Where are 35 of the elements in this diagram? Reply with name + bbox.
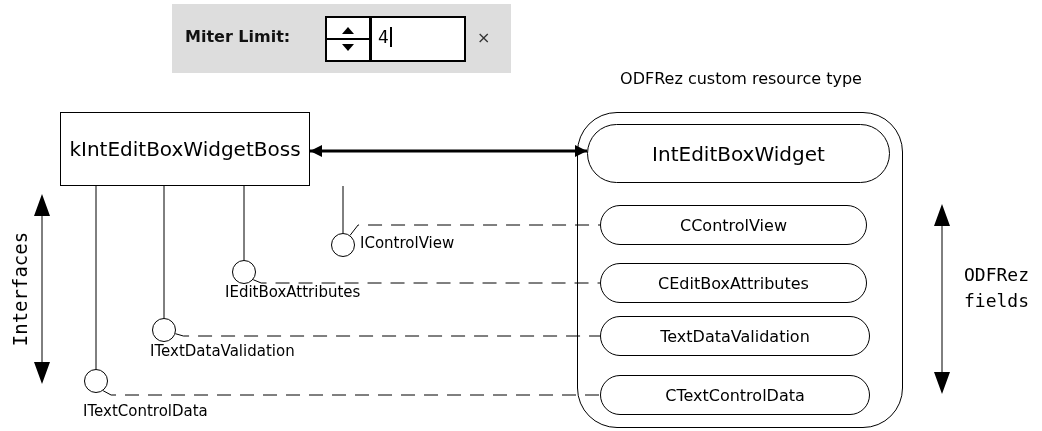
close-text: ×: [477, 28, 491, 47]
field-pill: [600, 205, 867, 245]
class-box: [60, 112, 310, 186]
interface-circle: [232, 260, 256, 284]
interface-name: IEditBoxAttributes: [225, 283, 361, 301]
field-name: CEditBoxAttributes: [658, 273, 809, 293]
field-name: TextDataValidation: [660, 326, 810, 346]
dashed-connector: [102, 390, 601, 396]
connector-line: [163, 185, 165, 319]
field-pill: [600, 263, 867, 303]
interface-name: ITextControlData: [83, 402, 208, 420]
connector-line: [342, 185, 344, 234]
interface-circle: [331, 233, 355, 257]
dashed-connector: [252, 279, 601, 284]
interface-name: IControlView: [360, 234, 455, 252]
interface-name: ITextDataValidation: [150, 342, 295, 360]
axis-label: ODFRez fields: [964, 263, 1031, 313]
field-name: CTextControlData: [665, 385, 805, 405]
connector-line: [95, 185, 97, 370]
field-name: IntEditBoxWidget: [652, 141, 825, 166]
double-arrow: [310, 145, 587, 157]
number-field: 4: [370, 16, 466, 62]
dashed-connector: [174, 333, 601, 337]
class-name: kIntEditBoxWidgetBoss: [69, 137, 301, 161]
field-pill: [600, 375, 870, 415]
field-label: Miter Limit:: [185, 27, 291, 46]
field-pill: [600, 316, 870, 356]
interface-circle: [152, 318, 176, 342]
resource-pill: [587, 124, 890, 183]
axis-label: Interfaces: [9, 230, 31, 349]
field-name: CControlView: [680, 215, 787, 235]
dashed-connector: [349, 224, 601, 236]
container-heading: ODFRez custom resource type: [619, 69, 863, 88]
interface-circle: [84, 369, 108, 393]
connector-line: [243, 185, 245, 261]
